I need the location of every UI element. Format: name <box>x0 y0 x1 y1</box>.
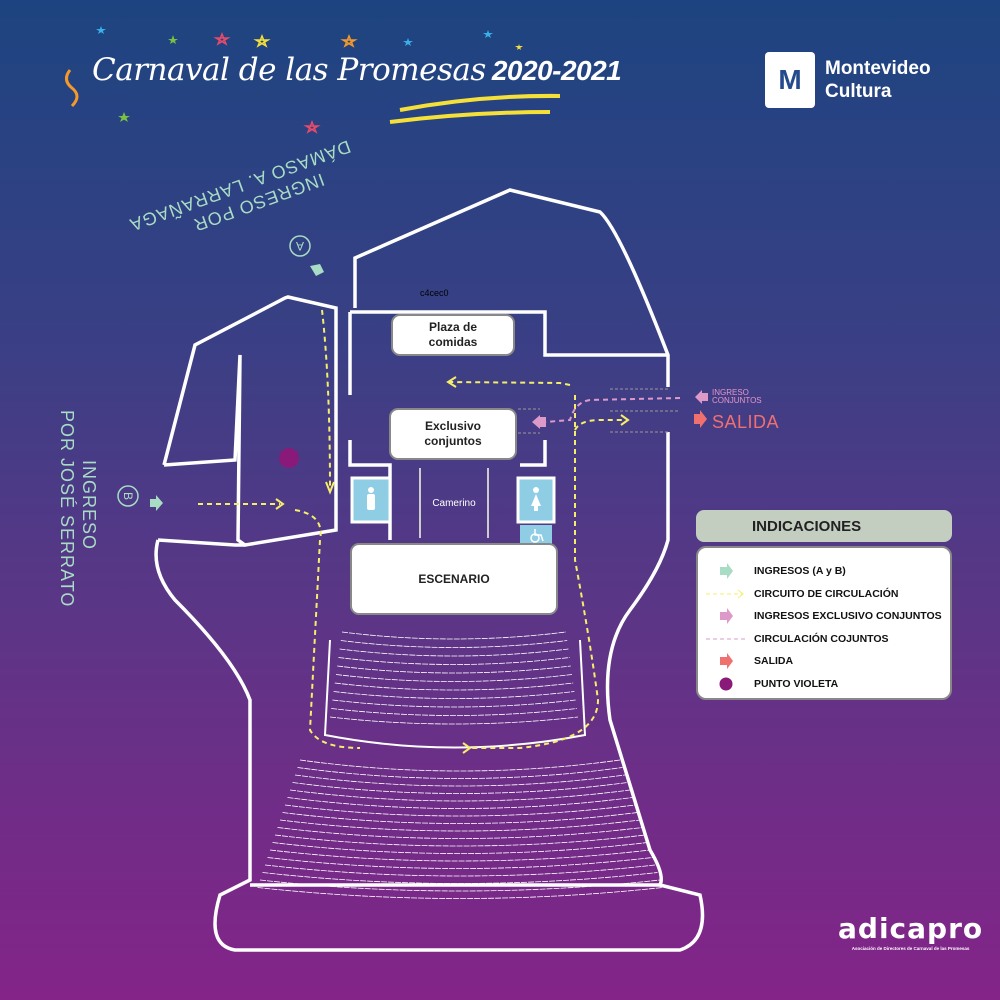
seat-row <box>282 812 638 824</box>
seat-row <box>264 864 656 877</box>
legend-item: CIRCULACIÓN COJUNTOS <box>698 628 950 651</box>
entrance-b-line1: INGRESO <box>79 459 99 550</box>
code-text: c4cec0 <box>420 288 449 298</box>
ingreso-conjuntos-arrow-inner <box>532 415 546 429</box>
seat-row <box>337 665 571 674</box>
violet-dot-icon <box>719 677 733 691</box>
seat-row <box>294 774 626 787</box>
adicapro-subtitle: Asociación de Directores de Carnaval de … <box>851 946 970 951</box>
dotted-dividers <box>518 388 680 434</box>
seat-row <box>292 782 628 794</box>
building-outline <box>154 188 705 952</box>
seat-row <box>299 759 621 772</box>
seat-row <box>267 857 653 869</box>
legend-label: CIRCULACIÓN COJUNTOS <box>754 632 889 645</box>
seat-row <box>334 682 574 691</box>
pink-dashed-line-icon <box>706 638 746 640</box>
legend-item: PUNTO VIOLETA <box>698 673 950 696</box>
legend-item: CIRCUITO DE CIRCULACIÓN <box>698 583 950 606</box>
title-years: 2020-2021 <box>491 55 622 86</box>
seat-row <box>277 827 643 839</box>
salida-arrow <box>694 410 707 428</box>
title-text: Carnaval de las Promesas <box>92 52 486 88</box>
circulation-path <box>198 309 625 749</box>
legend-label: INGRESOS (A y B) <box>754 565 846 578</box>
man-icon <box>367 487 375 510</box>
entrance-b-arrow <box>150 495 163 511</box>
exclusivo-conjuntos: Exclusivo conjuntos <box>389 408 517 460</box>
entrance-a-arrow <box>310 264 324 276</box>
legend-title: INDICACIONES <box>696 510 952 542</box>
seat-row <box>272 842 648 854</box>
entrance-a-letter: A <box>296 239 304 253</box>
seat-row <box>262 872 658 884</box>
legend-label: SALIDA <box>754 655 794 668</box>
stars-decoration <box>96 26 523 134</box>
plaza-de-comidas: Plaza de comidas <box>391 314 515 356</box>
streamer-decoration <box>65 69 79 108</box>
wheelchair-icon <box>530 529 544 543</box>
legend-item: SALIDA <box>698 650 950 673</box>
entrance-b-line2: POR JOSÉ SERRATO <box>57 410 77 608</box>
green-arrow-icon <box>720 563 733 580</box>
seat-row <box>332 699 576 708</box>
seat-row <box>274 834 646 847</box>
seat-row <box>339 648 569 657</box>
seat-row <box>331 708 577 716</box>
pink-arrow-icon <box>720 608 733 625</box>
adicapro-wordmark: adicapro <box>838 912 984 945</box>
seat-row <box>341 631 567 640</box>
legend-label: CIRCUITO DE CIRCULACIÓN <box>754 587 899 600</box>
seat-row <box>257 887 663 899</box>
legend-label: PUNTO VIOLETA <box>754 677 839 690</box>
ingreso-conjuntos-arrow <box>695 390 708 404</box>
brand-line1: Montevideo <box>825 58 931 79</box>
seat-row <box>329 716 579 725</box>
seat-row <box>289 789 631 802</box>
escenario: ESCENARIO <box>350 543 558 615</box>
punto-violeta-marker <box>279 448 299 468</box>
brand-icon: M <box>765 52 815 108</box>
seat-row <box>259 879 661 892</box>
salida-label: SALIDA <box>712 412 780 432</box>
seat-row <box>269 849 651 862</box>
seat-row <box>338 657 570 665</box>
red-arrow-icon <box>720 653 733 670</box>
entrance-b-letter: B <box>121 492 135 500</box>
entrance-a-badge <box>289 235 311 257</box>
entrance-b-badge <box>117 485 139 507</box>
legend: INDICACIONES INGRESOS (A y B) CIRCUITO D… <box>696 510 952 700</box>
seat-row <box>335 674 573 682</box>
legend-item: INGRESOS (A y B) <box>698 560 950 583</box>
legend-label: INGRESOS EXCLUSIVO CONJUNTOS <box>754 610 942 623</box>
seat-row <box>297 767 623 779</box>
ingreso-conjuntos-label: INGRESO CONJUNTOS <box>712 388 762 405</box>
seat-row <box>279 819 641 832</box>
legend-item: INGRESOS EXCLUSIVO CONJUNTOS <box>698 605 950 628</box>
camerino-label: Camerino <box>432 498 476 509</box>
title-swash <box>389 93 561 124</box>
adicapro-logo: adicapro Asociación de Directores de Car… <box>838 912 984 952</box>
conjuntos-circulation-path <box>544 397 681 423</box>
seat-row <box>287 797 633 809</box>
circulation-arrowheads <box>275 376 630 754</box>
seat-row <box>340 640 568 648</box>
brand-line2: Cultura <box>825 81 892 102</box>
yellow-dashed-arrow-icon <box>706 589 744 599</box>
seat-row <box>284 804 636 817</box>
seating-area <box>257 631 663 899</box>
seat-row <box>333 691 575 699</box>
woman-icon <box>531 487 541 511</box>
